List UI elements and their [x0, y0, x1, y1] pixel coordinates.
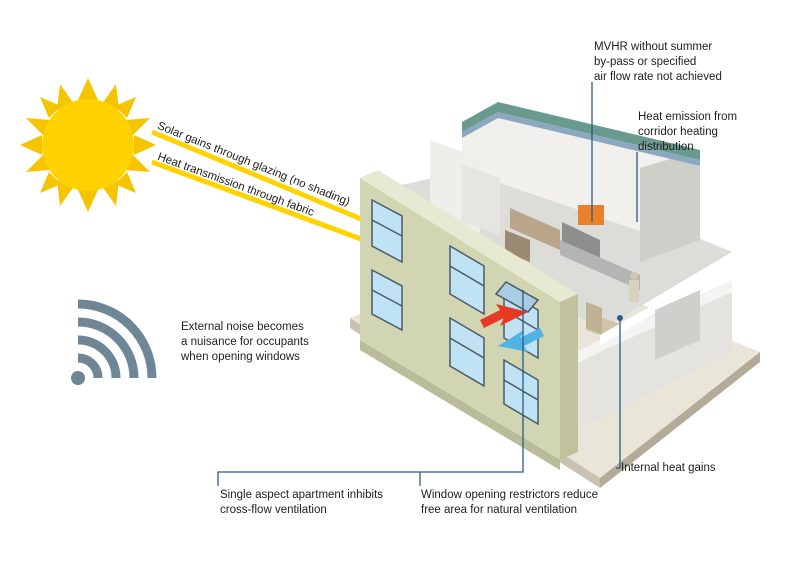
sun-icon [20, 78, 156, 212]
solar-gain-ray [151, 129, 379, 229]
cool-air-in-arrow [498, 328, 544, 352]
heat-emission-label: Heat emission from corridor heating dist… [638, 111, 738, 153]
internal-heat-marker [617, 315, 623, 321]
heat-transmission-ray [151, 159, 381, 249]
external-noise-label: External noise becomes a nuisance for oc… [181, 321, 309, 363]
internal-heat-label: Internal heat gains [621, 462, 716, 474]
single-aspect-label: Single aspect apartment inhibits cross-f… [220, 489, 384, 516]
noise-icon [71, 299, 157, 385]
mvhr-label: MVHR without summer by-pass or specified… [594, 41, 722, 83]
window-restrictors-label: Window opening restrictors reduce free a… [421, 489, 599, 516]
leader-lines [217, 82, 638, 486]
warm-air-out-arrow [480, 304, 528, 328]
apartment-interior [380, 102, 732, 430]
mvhr-unit [578, 205, 604, 225]
